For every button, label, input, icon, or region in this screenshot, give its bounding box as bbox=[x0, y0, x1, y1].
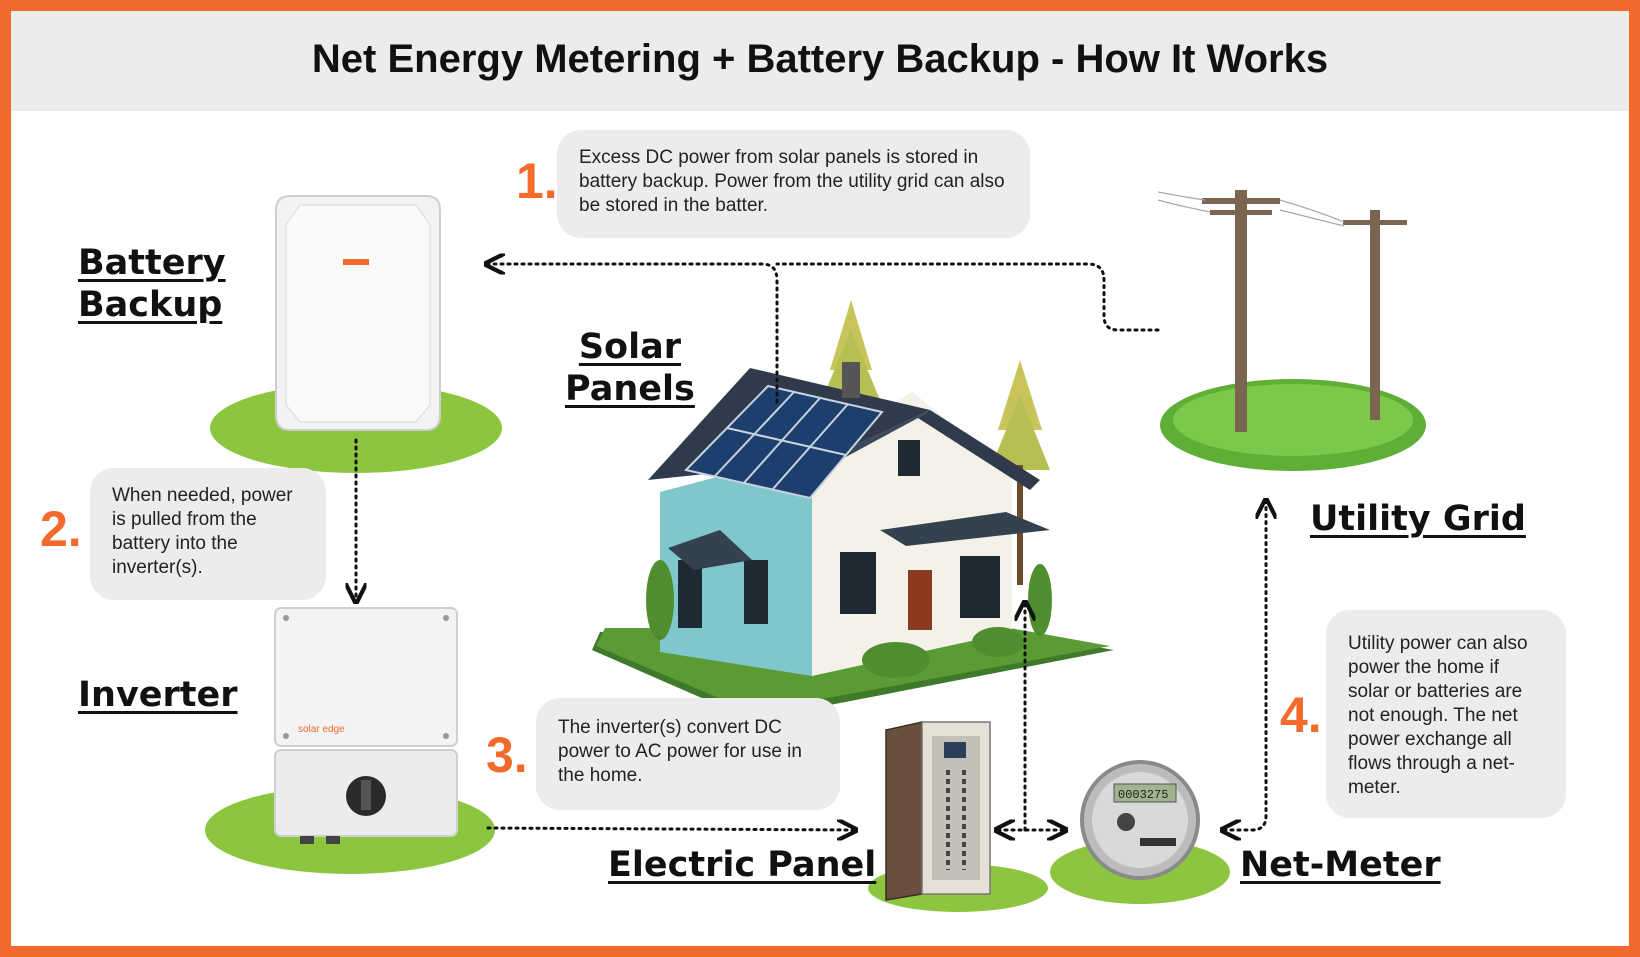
solar-panel-icon bbox=[684, 384, 884, 500]
utility-grid-label: Utility Grid bbox=[1310, 499, 1526, 539]
electric-panel-label: Electric Panel bbox=[608, 845, 877, 885]
step-2-bubble: When needed, power is pulled from the ba… bbox=[90, 468, 326, 600]
step-3-bubble: The inverter(s) convert DC power to AC p… bbox=[536, 698, 840, 810]
battery-icon bbox=[275, 195, 441, 431]
step-4-bubble: Utility power can also power the home if… bbox=[1326, 610, 1566, 818]
utility-pole-icon bbox=[1157, 190, 1407, 432]
arrow-grid-to-battery bbox=[775, 262, 1160, 332]
arrow-solar-to-battery bbox=[488, 264, 779, 404]
inverter-label: Inverter bbox=[78, 675, 238, 715]
inverter-icon: solar edge bbox=[274, 607, 458, 844]
step-2-number: 2. bbox=[40, 501, 82, 557]
meter-display: 0003275 bbox=[1118, 788, 1168, 802]
step-3-number: 3. bbox=[486, 727, 528, 783]
net-meter-label: Net-Meter bbox=[1240, 845, 1441, 885]
step-1-bubble: Excess DC power from solar panels is sto… bbox=[557, 130, 1030, 238]
header-bar: Net Energy Metering + Battery Backup - H… bbox=[11, 11, 1629, 111]
page-title: Net Energy Metering + Battery Backup - H… bbox=[311, 37, 1329, 81]
step-4-number: 4. bbox=[1280, 687, 1322, 743]
step-1-number: 1. bbox=[516, 153, 558, 209]
solar-panels-label: Solar Panels bbox=[565, 327, 695, 409]
inverter-brand: solar edge bbox=[298, 724, 345, 735]
net-meter-icon: 0003275 bbox=[1080, 760, 1200, 880]
electric-panel-icon bbox=[885, 721, 991, 901]
arrow-inverter-to-panel bbox=[486, 828, 854, 830]
battery-backup-label: Battery Backup bbox=[78, 243, 226, 325]
arrow-grid-to-meter bbox=[1224, 502, 1266, 830]
